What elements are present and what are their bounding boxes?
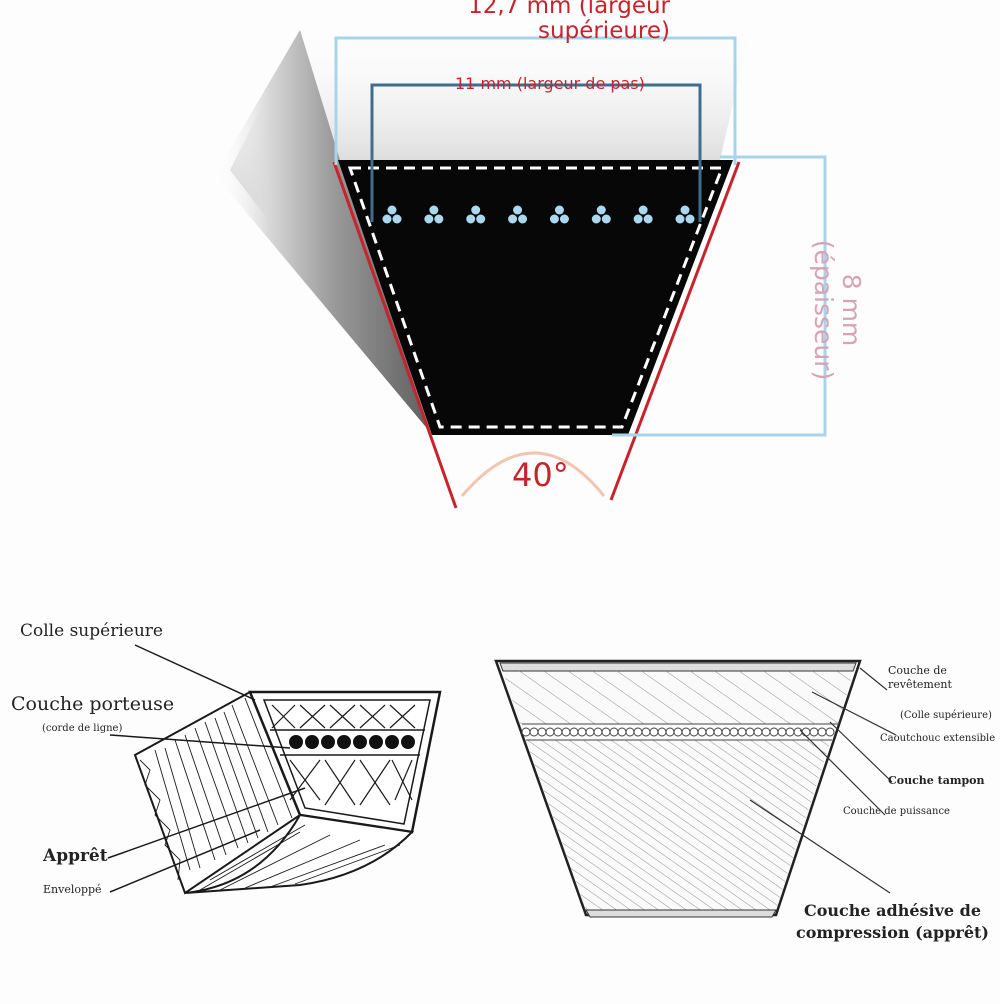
label-cover-line1: Couche de <box>888 664 947 677</box>
top-width-label: 12,7 mm (largeur supérieure) <box>430 0 670 44</box>
buffer-cord <box>785 727 795 737</box>
thickness-label: 8 mm (épaisseur) <box>809 230 866 390</box>
thickness-bracket <box>612 155 827 437</box>
cutaway-cord <box>305 735 319 749</box>
pitch-width-bracket <box>370 83 702 222</box>
label-compression: Couche adhésive de compression (apprêt) <box>796 900 989 944</box>
buffer-cord <box>761 727 771 737</box>
cutaway-cord <box>401 735 415 749</box>
tensile-cords <box>382 205 695 224</box>
label-finish: Apprêt <box>43 846 108 866</box>
buffer-cord <box>537 727 547 737</box>
buffer-cord <box>601 727 611 737</box>
cutaway-cord <box>369 735 383 749</box>
thickness-label-line2: (épaisseur) <box>809 239 838 381</box>
buffer-cord <box>609 727 619 737</box>
label-cover: Couche de revêtement <box>888 664 952 692</box>
buffer-cord <box>777 727 787 737</box>
label-cover-line2: revêtement <box>888 678 952 691</box>
label-load-layer: Couche porteuse <box>11 693 175 715</box>
buffer-cord <box>769 727 779 737</box>
buffer-cord <box>817 727 827 737</box>
belt-3d-body <box>215 30 750 432</box>
tensile-cord <box>549 205 569 224</box>
buffer-cord <box>577 727 587 737</box>
buffer-cord <box>793 727 803 737</box>
top-width-label-line1: 12,7 mm (largeur <box>468 0 670 19</box>
tensile-cord <box>633 205 653 224</box>
top-width-label-line2: supérieure) <box>538 18 670 44</box>
buffer-cord <box>713 727 723 737</box>
buffer-cord <box>737 727 747 737</box>
buffer-cord <box>553 727 563 737</box>
tensile-cord <box>424 205 444 224</box>
right-angle-line <box>609 161 741 501</box>
buffer-cord <box>649 727 659 737</box>
buffer-cord <box>585 727 595 737</box>
angle-arc <box>460 451 606 497</box>
cross-section-schematic <box>494 659 897 918</box>
tensile-cord <box>508 205 528 224</box>
cutaway-cord <box>321 735 335 749</box>
buffer-cord <box>657 727 667 737</box>
buffer-cord <box>705 727 715 737</box>
buffer-cord <box>745 727 755 737</box>
label-top-glue: Colle supérieure <box>20 621 163 641</box>
label-wrapped: Enveloppé <box>43 883 102 896</box>
tensile-cord <box>675 205 695 224</box>
cutaway-belt-illustration <box>107 644 442 895</box>
top-width-bracket <box>334 36 737 165</box>
buffer-cord <box>529 727 539 737</box>
buffer-cord <box>697 727 707 737</box>
buffer-cord <box>617 727 627 737</box>
cutaway-cord <box>353 735 367 749</box>
tensile-cord <box>382 205 402 224</box>
buffer-cord <box>641 727 651 737</box>
cutaway-cord <box>337 735 351 749</box>
buffer-cord <box>545 727 555 737</box>
buffer-cord <box>801 727 811 737</box>
buffer-cord <box>561 727 571 737</box>
buffer-cord <box>809 727 819 737</box>
buffer-cord <box>665 727 675 737</box>
buffer-cord <box>521 727 531 737</box>
buffer-cord <box>681 727 691 737</box>
buffer-cord <box>569 727 579 737</box>
buffer-cord <box>753 727 763 737</box>
label-load-layer-sub: (corde de ligne) <box>42 723 123 734</box>
buffer-cord <box>721 727 731 737</box>
buffer-cord <box>625 727 635 737</box>
buffer-cord <box>673 727 683 737</box>
label-compression-line1: Couche adhésive de <box>803 901 982 920</box>
pitch-width-label: 11 mm (largeur de pas) <box>455 74 645 93</box>
tensile-cord <box>466 205 486 224</box>
tensile-cord <box>591 205 611 224</box>
thickness-label-line1: 8 mm <box>837 273 866 347</box>
left-angle-line <box>332 161 458 509</box>
cutaway-cord <box>289 735 303 749</box>
angle-label: 40° <box>512 456 569 494</box>
cutaway-cord <box>385 735 399 749</box>
belt-cross-section <box>338 160 733 435</box>
label-power: Couche de puissance <box>843 806 950 817</box>
buffer-cord <box>825 727 835 737</box>
buffer-cord <box>633 727 643 737</box>
label-compression-line2: compression (apprêt) <box>796 923 989 942</box>
buffer-cord <box>593 727 603 737</box>
buffer-cord <box>689 727 699 737</box>
label-buffer: Couche tampon <box>888 774 985 787</box>
label-stretch-rubber: Caoutchouc extensible <box>880 733 996 744</box>
label-top-glue-right: (Colle supérieure) <box>900 710 992 721</box>
buffer-cord <box>729 727 739 737</box>
